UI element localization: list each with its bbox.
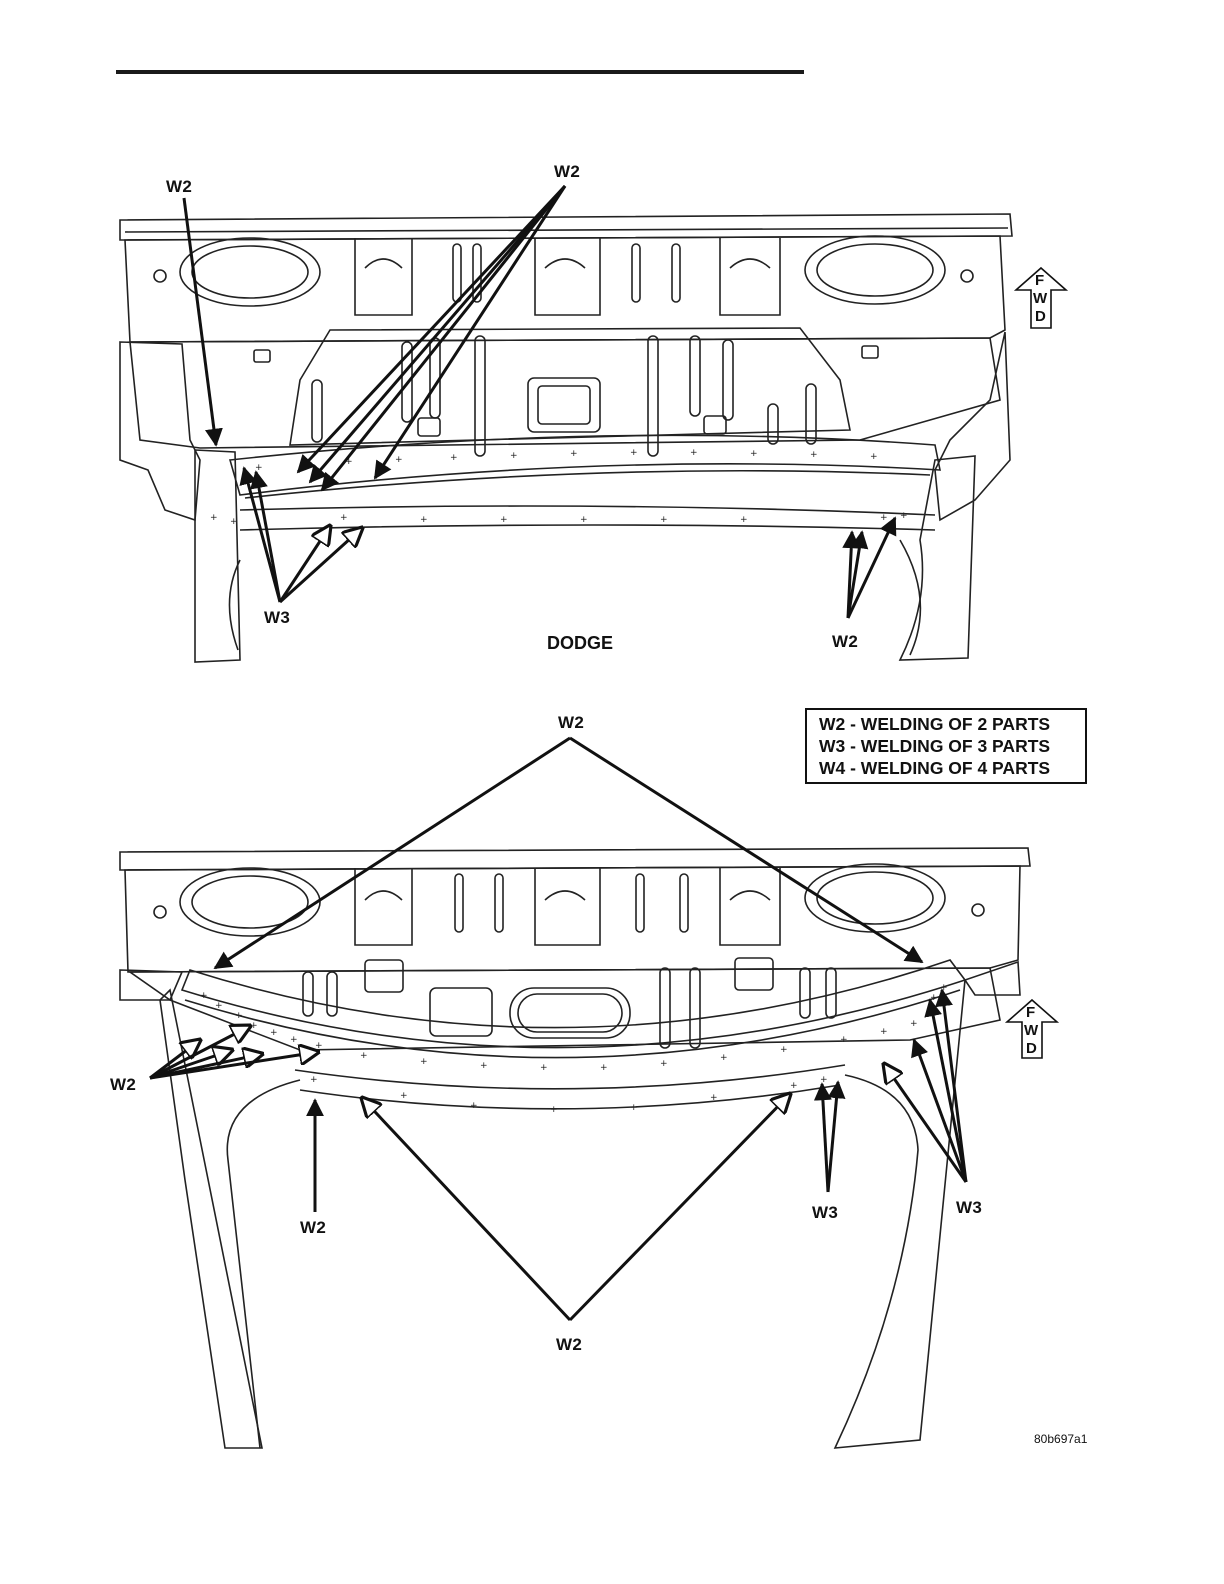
bottom-label-w2-bottom: W2 [556,1335,582,1355]
legend-line-w3: W3 - WELDING OF 3 PARTS [819,735,1085,757]
top-fwd-letter-d: D [1035,308,1046,325]
svg-text:+: + [710,1093,718,1103]
svg-text:+: + [450,453,458,463]
svg-text:+: + [660,515,668,525]
svg-text:+: + [740,515,748,525]
svg-text:+: + [400,1091,408,1101]
bottom-label-w3-center: W3 [812,1203,838,1223]
svg-text:+: + [395,455,403,465]
svg-text:+: + [215,1001,223,1011]
svg-text:+: + [880,513,888,523]
svg-text:+: + [480,1061,488,1071]
svg-text:+: + [570,449,578,459]
bottom-panel-drawing [120,848,1030,1448]
svg-text:+: + [255,463,263,473]
svg-text:+: + [870,452,878,462]
figure-code: 80b697a1 [1034,1432,1087,1446]
svg-text:+: + [340,513,348,523]
weld-legend: W2 - WELDING OF 2 PARTS W3 - WELDING OF … [805,708,1087,784]
bottom-fwd-letter-w: W [1024,1022,1038,1039]
svg-text:+: + [630,1103,638,1113]
svg-text:+: + [230,517,238,527]
top-fwd-letter-w: W [1033,290,1047,307]
legend-line-w2: W2 - WELDING OF 2 PARTS [819,713,1085,735]
bottom-label-w2-top: W2 [558,713,584,733]
svg-text:+: + [235,1011,243,1021]
svg-text:+: + [810,450,818,460]
svg-text:+: + [690,448,698,458]
svg-text:+: + [540,1063,548,1073]
svg-text:+: + [550,1105,558,1115]
svg-text:+: + [210,513,218,523]
legend-line-w4: W4 - WELDING OF 4 PARTS [819,757,1085,779]
top-fwd-letter-f: F [1035,272,1044,289]
svg-text:+: + [820,1075,828,1085]
top-label-w2-right: W2 [832,632,858,652]
svg-text:+: + [780,1045,788,1055]
top-figure-caption: DODGE [547,633,613,654]
svg-text:+: + [790,1081,798,1091]
top-weld-marks: +++ +++ +++ +++ +++ +++ ++++ [210,448,908,527]
svg-text:+: + [580,515,588,525]
svg-text:+: + [750,449,758,459]
svg-text:+: + [900,511,908,521]
svg-text:+: + [840,1035,848,1045]
svg-text:+: + [880,1027,888,1037]
svg-text:+: + [200,991,208,1001]
svg-text:+: + [600,1063,608,1073]
bottom-label-w2-lower-left: W2 [300,1218,326,1238]
top-label-w2-left: W2 [166,177,192,197]
svg-text:+: + [290,1035,298,1045]
svg-text:+: + [630,448,638,458]
top-panel-drawing [120,214,1012,662]
svg-text:+: + [315,1041,323,1051]
top-label-w3: W3 [264,608,290,628]
svg-text:+: + [510,451,518,461]
bottom-label-w3-right: W3 [956,1198,982,1218]
svg-text:+: + [250,1021,258,1031]
bottom-label-w2-left: W2 [110,1075,136,1095]
svg-text:+: + [720,1053,728,1063]
svg-text:+: + [270,1028,278,1038]
top-label-w2-center: W2 [554,162,580,182]
svg-text:+: + [310,1075,318,1085]
svg-text:+: + [660,1059,668,1069]
svg-text:+: + [470,1101,478,1111]
bottom-fwd-letter-d: D [1026,1040,1037,1057]
svg-text:+: + [360,1051,368,1061]
svg-text:+: + [420,1057,428,1067]
svg-text:+: + [910,1019,918,1029]
svg-text:+: + [420,515,428,525]
top-callout-arrows [184,186,895,618]
svg-text:+: + [500,515,508,525]
bottom-fwd-letter-f: F [1026,1004,1035,1021]
